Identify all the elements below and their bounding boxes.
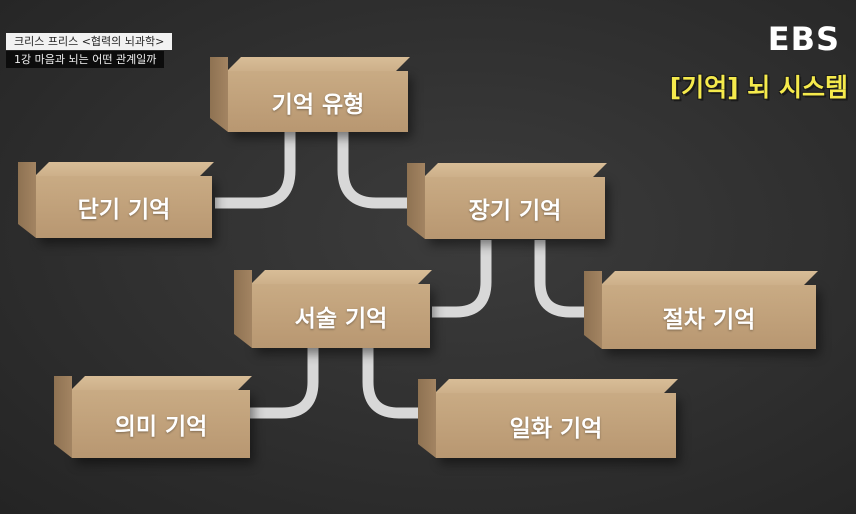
node-label: 장기 기억 [468,198,562,224]
link-long-declarative [432,240,492,318]
node-memory-types: 기억 유형 [228,71,408,132]
node-long-term-memory: 장기 기억 [425,177,605,239]
node-label: 일화 기억 [509,415,603,442]
broadcaster-logo: EBS [767,20,840,58]
node-short-term-memory: 단기 기억 [36,176,212,238]
node-label: 기억 유형 [271,91,365,118]
node-label: 단기 기억 [77,197,171,223]
link-long-procedural [534,240,597,318]
link-declarative-semantic [250,348,319,419]
link-root-long [337,132,420,209]
program-caption: 크리스 프리스 <협력의 뇌과학> 1강 마음과 뇌는 어떤 관계일까 [6,33,173,68]
episode-title: 1강 마음과 뇌는 어떤 관계일까 [6,51,165,68]
segment-title: [기억] 뇌 시스템 [669,73,848,102]
node-episodic-memory: 일화 기억 [436,393,676,458]
link-declarative-episodic [362,348,430,419]
node-declarative-memory: 서술 기억 [252,284,430,348]
node-label: 서술 기억 [294,306,388,332]
node-procedural-memory: 절차 기억 [602,285,816,349]
node-label: 의미 기억 [114,414,208,440]
node-label: 절차 기억 [662,307,756,333]
node-semantic-memory: 의미 기억 [72,390,250,458]
link-root-short [215,132,296,209]
lecture-title: 크리스 프리스 <협력의 뇌과학> [6,33,173,50]
